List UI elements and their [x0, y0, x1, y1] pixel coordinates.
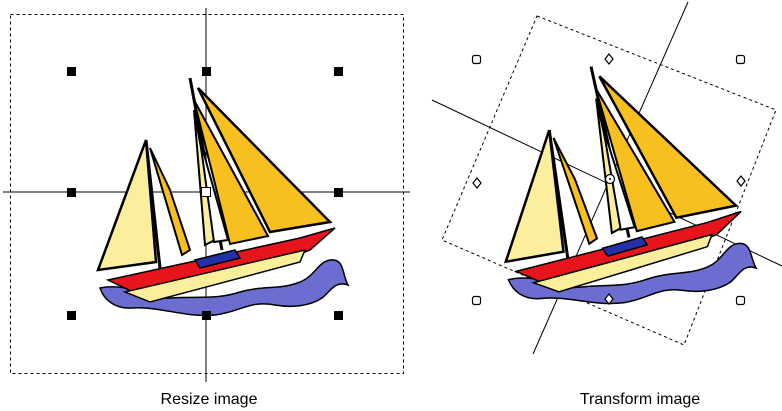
resize-handle-icon[interactable] — [202, 67, 211, 76]
resize-panel — [3, 8, 410, 382]
resize-handle-icon[interactable] — [67, 67, 76, 76]
skew-handle-icon[interactable] — [472, 177, 482, 189]
skew-handle-icon[interactable] — [736, 175, 746, 187]
pivot-center-dot — [609, 178, 611, 180]
resize-handle-icon[interactable] — [67, 311, 76, 320]
rotate-handle-icon[interactable] — [735, 54, 746, 65]
transform-panel — [410, 0, 782, 411]
rotate-handle-icon[interactable] — [471, 295, 482, 306]
resize-handle-icon[interactable] — [202, 311, 211, 320]
sailboat-image[interactable] — [499, 61, 758, 307]
resize-canvas — [3, 8, 410, 382]
resize-handle-icon[interactable] — [334, 311, 343, 320]
resize-handle-icon[interactable] — [334, 67, 343, 76]
skew-handle-icon[interactable] — [604, 293, 614, 305]
rotate-handle-icon[interactable] — [471, 54, 482, 65]
resize-caption: Resize image — [160, 391, 258, 408]
pivot-icon[interactable] — [201, 187, 211, 197]
resize-handle-icon[interactable] — [67, 188, 76, 197]
sailboat-image[interactable] — [96, 77, 350, 317]
rotate-handle-icon[interactable] — [735, 295, 746, 306]
resize-handle-icon[interactable] — [334, 188, 343, 197]
transform-canvas — [431, 1, 782, 355]
rotated-bounding-box — [441, 15, 777, 346]
skew-handle-icon[interactable] — [604, 53, 614, 65]
transform-caption: Transform image — [579, 391, 701, 408]
image-bounding-box — [10, 14, 404, 374]
